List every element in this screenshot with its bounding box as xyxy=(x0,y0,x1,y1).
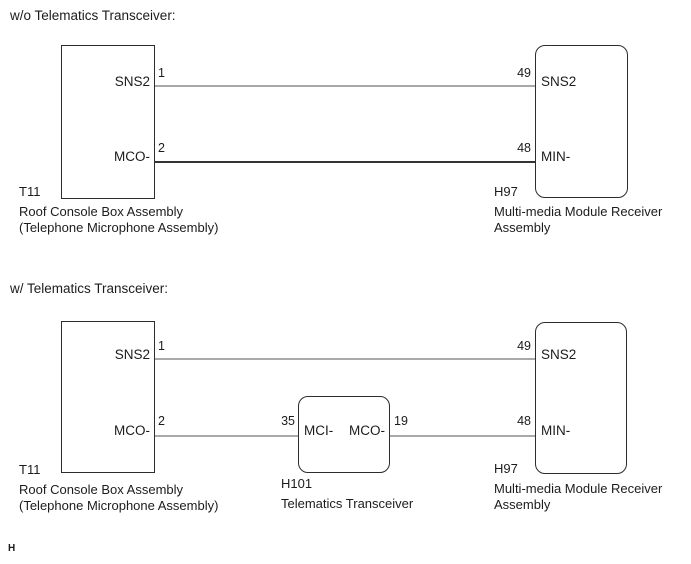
diagram1-connector-box-h97 xyxy=(535,45,628,198)
diagram1-h97-label-line1: Multi-media Module Receiver xyxy=(494,204,663,219)
diagram2-t11-terminal-mco: MCO- xyxy=(114,423,150,438)
diagram2-h101-label-line1: Telematics Transceiver xyxy=(281,496,414,511)
diagram2-h101-code: H101 xyxy=(281,476,313,491)
diagram2-connector-box-t11 xyxy=(61,321,155,473)
diagram1-heading: w/o Telematics Transceiver: xyxy=(10,8,176,23)
diagram2-heading: w/ Telematics Transceiver: xyxy=(10,281,169,296)
diagram2-h101-terminal-mco: MCO- xyxy=(349,423,385,438)
diagram2-h97-label-line1: Multi-media Module Receiver xyxy=(494,481,663,496)
diagram2-h97-code: H97 xyxy=(494,461,518,476)
diagram2-pin-2: 2 xyxy=(158,414,165,428)
diagram1-h97-terminal-min: MIN- xyxy=(541,149,571,164)
diagram2-wire-sns2 xyxy=(155,358,535,360)
diagram2-wire-mco-to-mci xyxy=(155,435,298,437)
diagram1-pin-1: 1 xyxy=(158,66,165,80)
diagram1-wire-sns2 xyxy=(155,85,535,87)
diagram1-connector-box-t11 xyxy=(61,45,155,199)
diagram1-t11-terminal-sns2: SNS2 xyxy=(114,74,150,89)
diagram2-connector-box-h97 xyxy=(535,322,627,474)
diagram1-h97-terminal-sns2: SNS2 xyxy=(541,74,577,89)
diagram1-t11-code: T11 xyxy=(19,184,41,199)
diagram2-h101-terminal-mci: MCI- xyxy=(304,423,334,438)
diagram1-h97-code: H97 xyxy=(494,184,518,199)
diagram2-pin-48: 48 xyxy=(517,414,531,428)
diagram2-h97-terminal-min: MIN- xyxy=(541,423,571,438)
diagram2-t11-code: T11 xyxy=(19,462,41,477)
page-footer-mark: H xyxy=(8,543,16,554)
diagram1-t11-label-line2: (Telephone Microphone Assembly) xyxy=(19,220,219,235)
diagram2-pin-1: 1 xyxy=(158,339,165,353)
diagram1-wire-mco xyxy=(155,161,535,163)
diagram2-h97-terminal-sns2: SNS2 xyxy=(541,347,577,362)
diagram1-t11-label-line1: Roof Console Box Assembly xyxy=(19,204,184,219)
diagram1-pin-2: 2 xyxy=(158,141,165,155)
diagram2-t11-label-line1: Roof Console Box Assembly xyxy=(19,482,184,497)
diagram2-pin-49: 49 xyxy=(517,339,531,353)
diagram1-t11-terminal-mco: MCO- xyxy=(114,149,150,164)
diagram1-pin-49: 49 xyxy=(517,66,531,80)
diagram2-t11-terminal-sns2: SNS2 xyxy=(114,347,150,362)
diagram2-wire-mco-to-min xyxy=(390,435,535,437)
diagram2-pin-19: 19 xyxy=(394,414,408,428)
diagram2-pin-35: 35 xyxy=(281,414,295,428)
diagram2-connector-box-h101 xyxy=(298,396,390,473)
diagram1-h97-label-line2: Assembly xyxy=(494,220,551,235)
diagram2-t11-label-line2: (Telephone Microphone Assembly) xyxy=(19,498,219,513)
diagram1-pin-48: 48 xyxy=(517,141,531,155)
diagram2-h97-label-line2: Assembly xyxy=(494,497,551,512)
